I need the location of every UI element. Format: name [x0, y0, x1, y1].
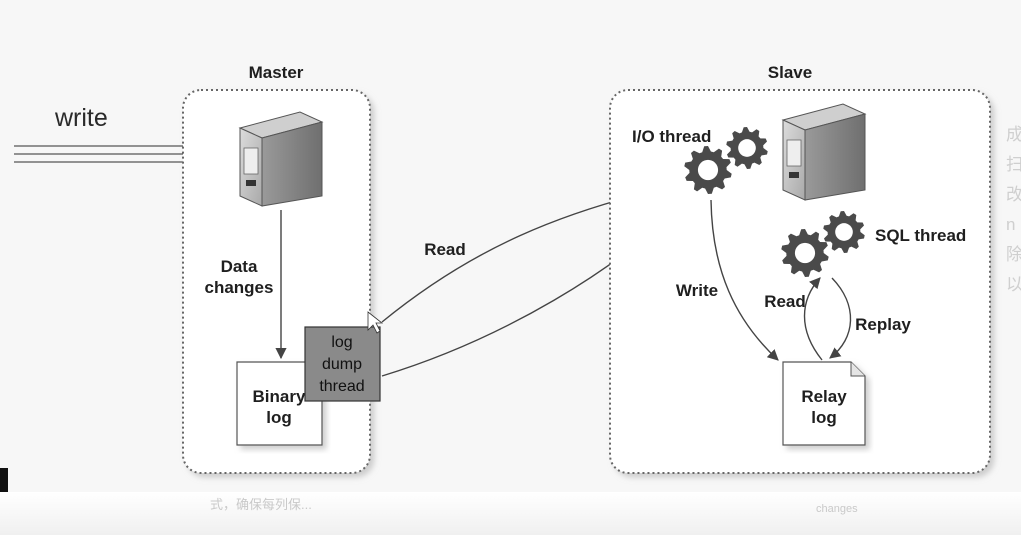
- slave-title: Slave: [768, 63, 812, 82]
- bottom-left-mark: [0, 468, 8, 496]
- log-dump-thread-box: [304, 326, 381, 402]
- sql-thread-label: SQL thread: [875, 226, 966, 245]
- relay-log-label-line2: log: [811, 408, 837, 427]
- gear-hole: [697, 159, 719, 181]
- background-caption-fragment: 式，确保每列保...: [210, 497, 312, 512]
- master-title: Master: [249, 63, 304, 82]
- log-dump-label-line2: dump: [322, 356, 362, 373]
- relay-log-document: [782, 361, 866, 446]
- side-glyph: 除: [1006, 245, 1021, 264]
- side-glyph: 成: [1006, 125, 1021, 144]
- slave-server-icon: [781, 103, 867, 201]
- log-dump-label-line1: log: [331, 334, 352, 351]
- relay-read-arrow: [803, 277, 823, 361]
- io-thread-label: I/O thread: [632, 127, 711, 146]
- sql-thread-gears-icon: [781, 211, 865, 277]
- slave-write-label: Write: [676, 281, 718, 300]
- data-changes-label-line1: Data: [221, 257, 258, 276]
- gear-hole: [835, 223, 853, 241]
- gear-hole: [794, 242, 816, 264]
- data-changes-label-line2: changes: [205, 278, 274, 297]
- binary-log-label-line1: Binary: [253, 387, 306, 406]
- write-label: write: [54, 104, 108, 132]
- gear-hole: [738, 139, 756, 157]
- side-glyph: 以: [1006, 275, 1021, 294]
- read-label: Read: [424, 240, 466, 259]
- binary-log-label-line2: log: [266, 408, 292, 427]
- side-glyph: 扫: [1006, 155, 1021, 174]
- background-changes-fragment: changes: [816, 503, 858, 515]
- master-server-icon: [238, 111, 324, 207]
- slave-read-label: Read: [764, 292, 806, 311]
- io-thread-gears-icon: [684, 127, 768, 194]
- relay-log-label-line1: Relay: [801, 387, 847, 406]
- replay-arrow: [829, 277, 852, 359]
- side-glyph: 改: [1006, 185, 1021, 204]
- log-dump-label-line3: thread: [319, 378, 364, 395]
- write-arrow: [710, 199, 779, 361]
- replay-label: Replay: [855, 315, 911, 334]
- bottom-strip: [0, 492, 1021, 535]
- side-glyph: n: [1006, 215, 1015, 234]
- cursor-icon: [367, 311, 384, 334]
